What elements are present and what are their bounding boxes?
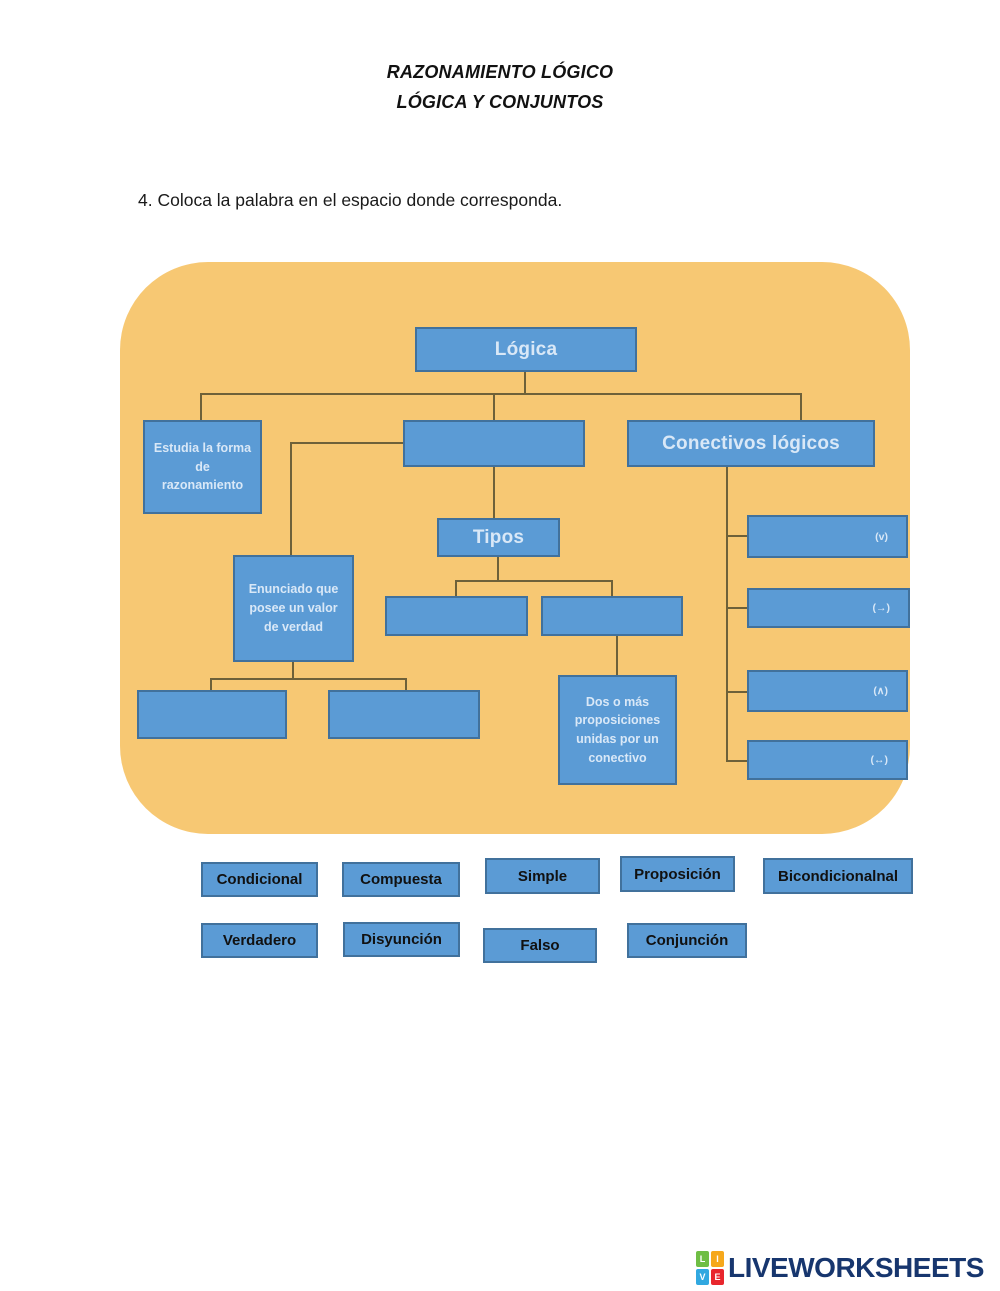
- concept-map-panel: Lógica Estudia la forma de razonamiento …: [120, 262, 910, 834]
- connector-line: [493, 395, 495, 420]
- connector-line: [611, 582, 613, 596]
- drop-box-conectivo-doble-flecha[interactable]: (↔): [747, 740, 908, 780]
- logo-letter-l: L: [696, 1251, 709, 1267]
- word-chip-condicional[interactable]: Condicional: [201, 862, 318, 897]
- symbol-disyuncion: (v): [875, 530, 888, 543]
- connector-line: [800, 395, 802, 420]
- node-conectivos-logicos: Conectivos lógicos: [627, 420, 875, 467]
- node-dos-o-mas-proposiciones: Dos o más proposiciones unidas por un co…: [558, 675, 677, 785]
- word-chip-disyuncion[interactable]: Disyunción: [343, 922, 460, 957]
- liveworksheets-logo: L I V E LIVEWORKSHEETS: [696, 1251, 984, 1285]
- connector-line: [405, 680, 407, 690]
- connector-line: [200, 395, 202, 420]
- connector-line: [290, 442, 404, 444]
- connector-line: [726, 691, 747, 693]
- liveworksheets-wordmark: LIVEWORKSHEETS: [728, 1252, 984, 1283]
- connector-line: [726, 535, 747, 537]
- drop-box-conectivo-y[interactable]: (∧): [747, 670, 908, 712]
- drop-box-valor-2[interactable]: [328, 690, 480, 739]
- symbol-condicional: (→): [872, 602, 891, 614]
- connector-line: [726, 607, 747, 609]
- word-chip-verdadero[interactable]: Verdadero: [201, 923, 318, 958]
- node-enunciado: Enunciado que posee un valor de verdad: [233, 555, 354, 662]
- symbol-bicondicional: (↔): [870, 754, 889, 766]
- symbol-conjuncion: (∧): [873, 685, 888, 697]
- connector-line: [493, 467, 495, 518]
- word-chip-bicondicionalnal[interactable]: Bicondicionalnal: [763, 858, 913, 894]
- connector-line: [210, 680, 212, 690]
- connector-line: [455, 582, 457, 596]
- drop-box-valor-1[interactable]: [137, 690, 287, 739]
- question-text: 4. Coloca la palabra en el espacio donde…: [138, 190, 563, 210]
- logo-letter-e: E: [711, 1269, 724, 1285]
- title-line-2: LÓGICA Y CONJUNTOS: [396, 92, 604, 112]
- connector-line: [726, 467, 728, 762]
- page-title: RAZONAMIENTO LÓGICO LÓGICA Y CONJUNTOS: [0, 57, 1000, 117]
- drop-box-conectivo-v[interactable]: (v): [747, 515, 908, 558]
- drop-box-proposicion[interactable]: [403, 420, 585, 467]
- node-tipos: Tipos: [437, 518, 560, 557]
- connector-line: [200, 393, 802, 395]
- title-line-1: RAZONAMIENTO LÓGICO: [386, 62, 614, 82]
- word-chip-simple[interactable]: Simple: [485, 858, 600, 894]
- connector-line: [524, 372, 526, 394]
- connector-line: [726, 760, 747, 762]
- connector-line: [616, 636, 618, 675]
- drop-box-conectivo-flecha[interactable]: (→): [747, 588, 910, 628]
- word-chip-compuesta[interactable]: Compuesta: [342, 862, 460, 897]
- logo-letter-v: V: [696, 1269, 709, 1285]
- node-logica: Lógica: [415, 327, 637, 372]
- liveworksheets-logo-icon: L I V E: [696, 1251, 725, 1285]
- drop-box-tipo-2[interactable]: [541, 596, 683, 636]
- connector-line: [497, 557, 499, 580]
- logo-letter-i: I: [711, 1251, 724, 1267]
- node-estudia-la-forma: Estudia la forma de razonamiento: [143, 420, 262, 514]
- connector-line: [455, 580, 613, 582]
- connector-line: [210, 678, 407, 680]
- connector-line: [290, 442, 292, 555]
- drop-box-tipo-1[interactable]: [385, 596, 528, 636]
- word-chip-proposicion[interactable]: Proposición: [620, 856, 735, 892]
- word-chip-falso[interactable]: Falso: [483, 928, 597, 963]
- word-chip-conjuncion[interactable]: Conjunción: [627, 923, 747, 958]
- connector-line: [292, 662, 294, 678]
